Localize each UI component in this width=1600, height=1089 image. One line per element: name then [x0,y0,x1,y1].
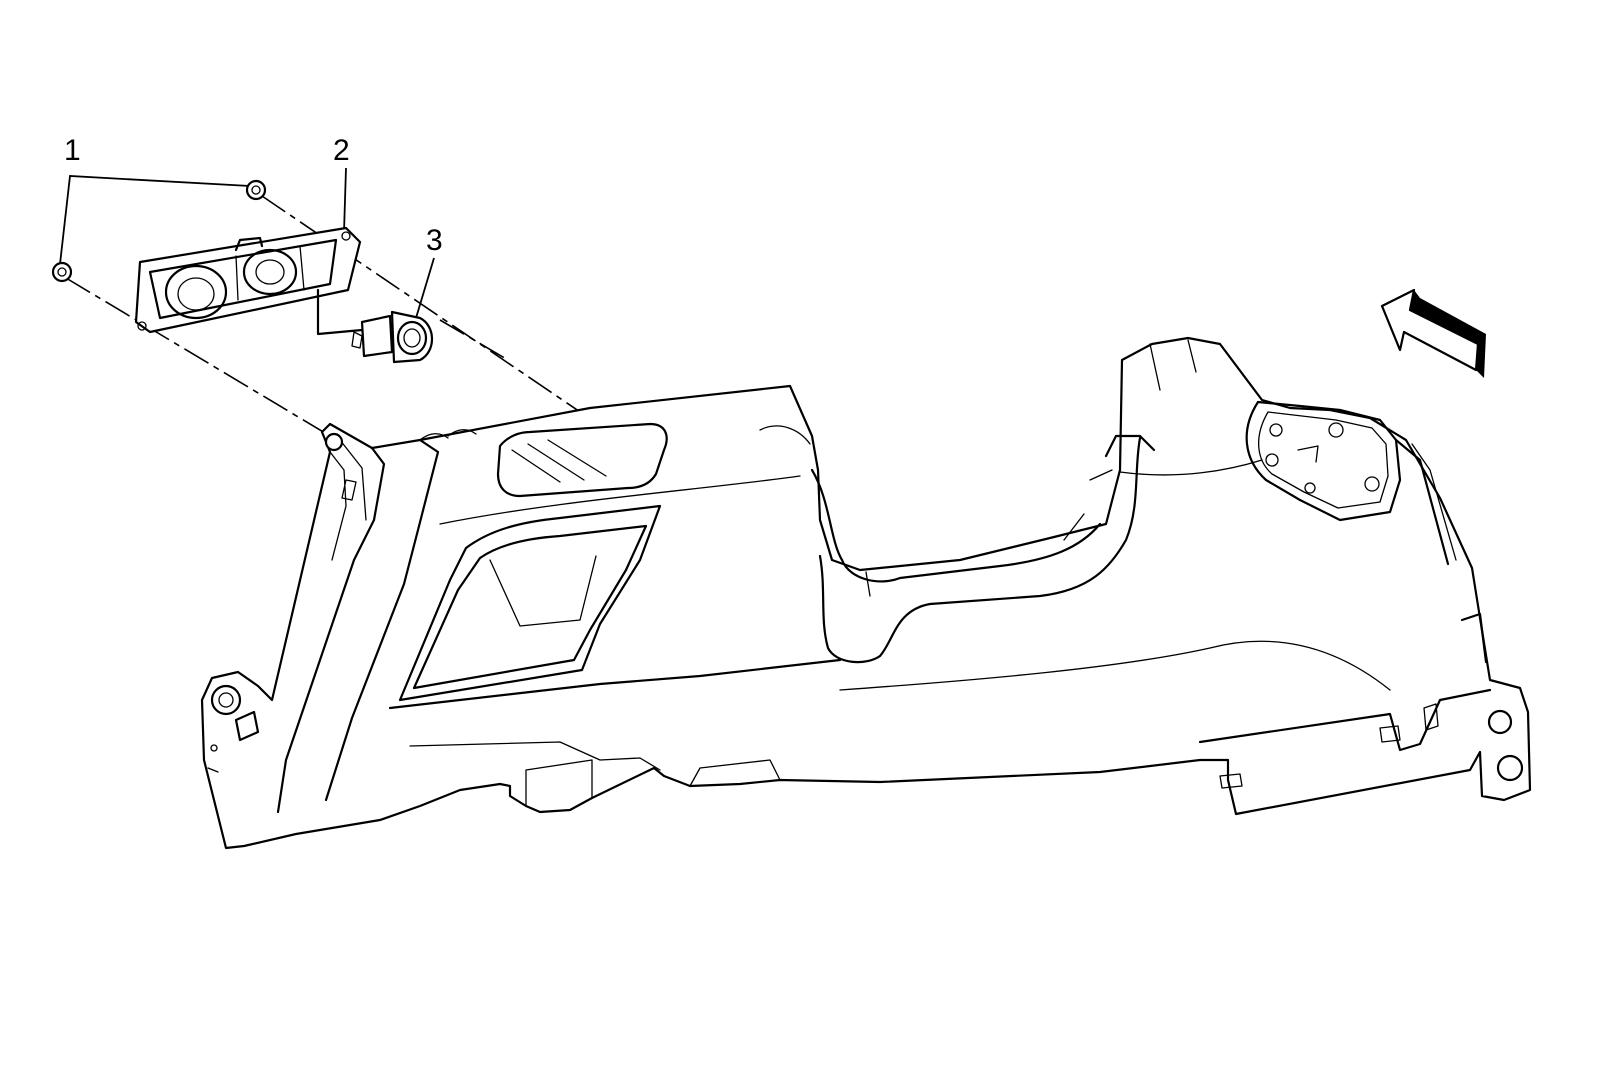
callout-3: 3 [426,224,443,257]
lamp-housing [134,226,362,334]
callout-2: 2 [333,134,350,167]
callout-leaders [59,167,435,319]
trim-panel [200,336,1532,850]
front-direction-arrow [1380,288,1486,378]
callout-1: 1 [64,134,81,167]
fastener-nut-left [51,261,73,283]
leader-2 [343,167,347,233]
fastener-nut-top [245,179,267,201]
bulb-socket [316,288,434,364]
leader-3 [415,257,435,319]
leader-1 [59,175,251,265]
